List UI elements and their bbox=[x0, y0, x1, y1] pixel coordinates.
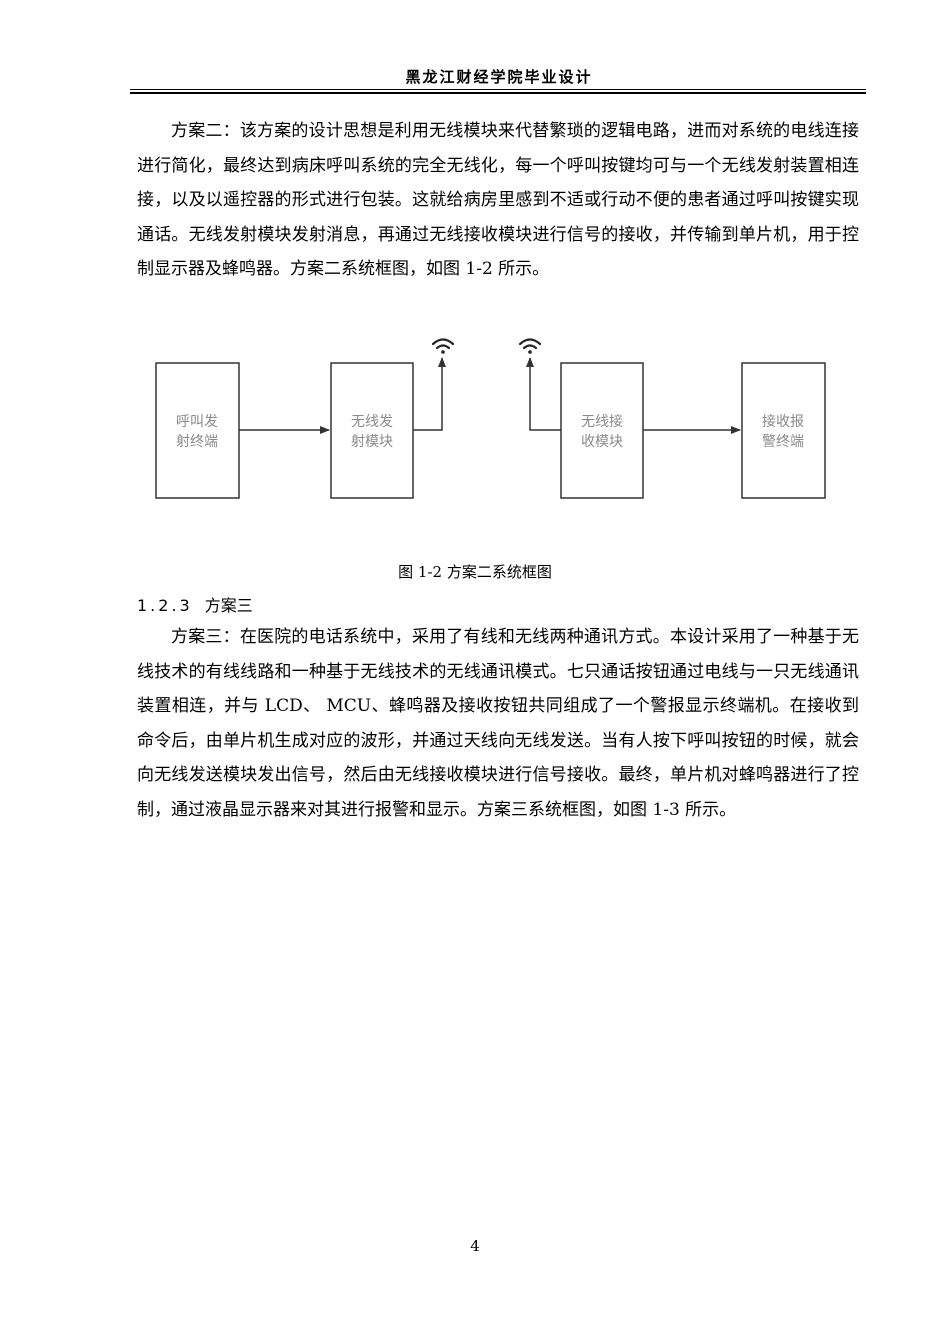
page-number: 4 bbox=[470, 1237, 480, 1255]
section-heading: 1.2.3 方案三 bbox=[137, 592, 253, 616]
section-number: 1.2.3 bbox=[137, 596, 193, 615]
box-2-label-line2: 射模块 bbox=[351, 434, 393, 450]
box-1-label-line2: 射终端 bbox=[176, 434, 218, 450]
header-rule-thin bbox=[130, 89, 866, 90]
paragraph-scheme-two: 方案二：该方案的设计思想是利用无线模块来代替繁琐的逻辑电路，进而对系统的电线连接… bbox=[137, 121, 859, 280]
header-rule-thick bbox=[130, 92, 866, 94]
paragraph-scheme-three: 方案三：在医院的电话系统中，采用了有线和无线两种通讯方式。本设计采用了一种基于无… bbox=[137, 627, 859, 820]
box-receive-alarm-terminal: 接收报 警终端 bbox=[741, 362, 826, 499]
section-title: 方案三 bbox=[204, 596, 253, 615]
box-4-label-line2: 警终端 bbox=[762, 434, 804, 450]
wifi-icon bbox=[518, 338, 542, 354]
box-3-label-line2: 收模块 bbox=[581, 434, 623, 450]
box-3-label-line1: 无线接 bbox=[581, 413, 623, 430]
box-4-label-line1: 接收报 bbox=[762, 413, 804, 430]
box-wireless-receive-module: 无线接 收模块 bbox=[560, 362, 644, 499]
figure-caption: 图 1-2 方案二系统框图 bbox=[398, 563, 552, 581]
page-header-title: 黑龙江财经学院毕业设计 bbox=[405, 68, 593, 86]
box-wireless-transmit-module: 无线发 射模块 bbox=[330, 362, 414, 499]
box-1-label-line1: 呼叫发 bbox=[176, 414, 218, 430]
box-2-label-line1: 无线发 bbox=[351, 414, 393, 430]
box-call-transmit-terminal: 呼叫发 射终端 bbox=[155, 362, 240, 499]
wifi-icon bbox=[431, 338, 455, 354]
arrow-box2-to-antenna bbox=[413, 357, 446, 431]
arrow-box3-to-antenna bbox=[526, 357, 561, 431]
